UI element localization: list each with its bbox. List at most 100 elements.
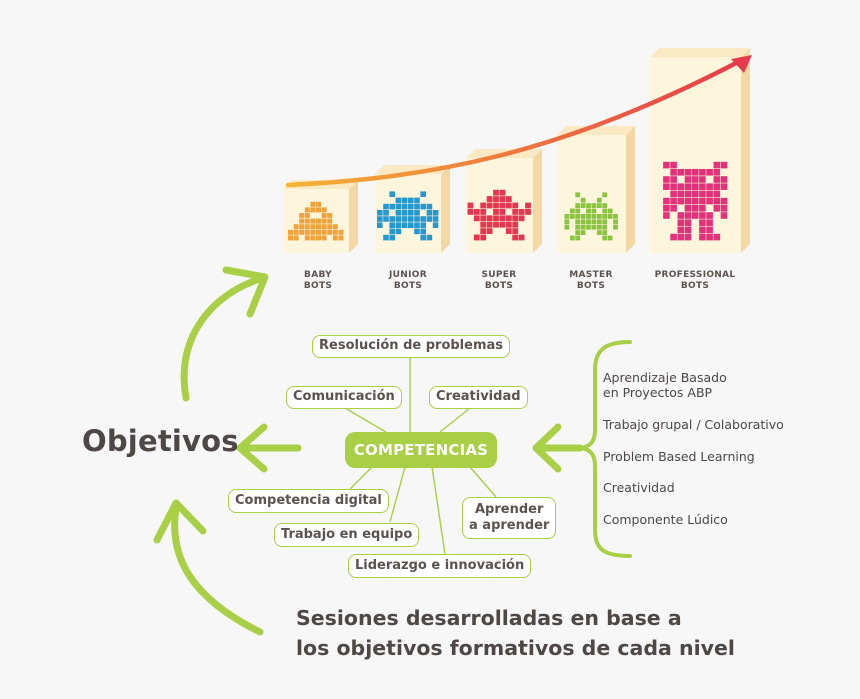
- robot-pixel: [304, 207, 310, 213]
- robot-pixel: [338, 229, 344, 235]
- robot-pixel: [713, 233, 721, 241]
- robot-pixel: [414, 203, 420, 210]
- robot-pixel: [677, 212, 685, 219]
- robot-pixel: [420, 228, 426, 235]
- robot-pixel: [525, 209, 531, 215]
- robot-pixel: [486, 196, 493, 202]
- arrow-head-icon: [222, 266, 269, 318]
- robot-pixel: [486, 221, 493, 228]
- robot-pixel: [321, 224, 327, 230]
- robot-pixel: [395, 197, 402, 204]
- robot-pixel: [720, 176, 728, 183]
- robot-pixel: [684, 183, 692, 190]
- robot-pixel: [414, 216, 420, 222]
- robot-pixel: [420, 191, 426, 197]
- robot-pixel: [293, 224, 299, 230]
- up-curved-arrow: [180, 274, 266, 402]
- competency-trabajo-equipo: Trabajo en equipo: [274, 523, 420, 547]
- robot-pixel: [316, 229, 321, 235]
- robot-pixel: [505, 202, 512, 209]
- robot-pixel: [518, 209, 525, 215]
- robot-pixel: [613, 214, 618, 219]
- robot-pixel: [432, 222, 439, 228]
- robot-pixel: [505, 196, 512, 202]
- robot-super-icon: [467, 189, 531, 241]
- robot-pixel: [699, 219, 706, 226]
- robot-pixel: [304, 213, 310, 218]
- robot-pixel: [580, 203, 586, 208]
- robot-pixel: [383, 203, 389, 210]
- robot-pixel: [316, 235, 321, 241]
- robot-pixel: [713, 183, 721, 190]
- robot-pixel: [596, 224, 602, 230]
- robot-pixel: [299, 224, 305, 230]
- robot-pixel: [414, 222, 420, 228]
- robot-pixel: [720, 183, 728, 190]
- level-box-side-master: [626, 126, 635, 253]
- robot-pixel: [575, 224, 581, 230]
- level-box-side-junior: [441, 165, 450, 253]
- robot-pixel: [706, 226, 713, 234]
- robot-pixel: [420, 222, 426, 228]
- robot-pixel: [414, 210, 420, 216]
- robot-pixel: [377, 222, 383, 228]
- robot-pixel: [706, 169, 713, 176]
- robot-pixel: [613, 219, 618, 225]
- robot-pixel: [288, 229, 293, 235]
- robot-pixel: [505, 221, 512, 228]
- robot-pixel: [512, 221, 519, 228]
- robot-pixel: [408, 210, 414, 216]
- robot-pixel: [512, 228, 519, 234]
- robot-pixel: [564, 214, 570, 219]
- robot-pixel: [586, 224, 591, 230]
- methodology-pbl: Problem Based Learning: [603, 449, 755, 464]
- robot-pixel: [518, 215, 525, 222]
- robot-pixel: [525, 202, 531, 209]
- robot-pixel: [432, 216, 439, 222]
- level-box-top-professional: [650, 48, 750, 57]
- robot-pixel: [377, 210, 383, 216]
- robot-pixel: [699, 197, 706, 205]
- robot-pixel: [473, 215, 480, 222]
- robot-pixel: [499, 196, 506, 202]
- mindmap-connectors: [344, 357, 497, 555]
- robot-baby-icon: [288, 201, 344, 241]
- robot-pixel: [564, 219, 570, 225]
- robot-pixel: [389, 228, 395, 235]
- robot-pixel: [321, 218, 327, 224]
- robot-pixel: [663, 161, 670, 169]
- robot-pixel: [677, 190, 685, 198]
- robot-pixel: [684, 219, 692, 226]
- robot-pixel: [480, 209, 487, 215]
- robot-pixel: [480, 228, 487, 234]
- robot-pixel: [499, 202, 506, 209]
- robot-pixel: [564, 224, 570, 230]
- robot-pixel: [720, 161, 728, 169]
- progression-arrow: [285, 57, 745, 188]
- robot-pixel: [677, 226, 685, 234]
- robot-pixel: [293, 229, 299, 235]
- robot-pixel: [699, 190, 706, 198]
- robot-pixel: [473, 209, 480, 215]
- robot-pixel: [321, 235, 327, 241]
- robot-pixel: [586, 219, 591, 225]
- robot-pixel: [505, 215, 512, 222]
- robot-pixel: [699, 169, 706, 176]
- robot-pixel: [401, 203, 408, 210]
- robot-pixel: [699, 205, 706, 212]
- robot-pixel: [316, 201, 321, 207]
- robot-pixel: [580, 224, 586, 230]
- robot-pixel: [304, 224, 310, 230]
- robot-pixel: [720, 212, 728, 219]
- robot-pixel: [607, 235, 613, 241]
- level-box-side-professional: [741, 48, 750, 253]
- robot-pixel: [607, 214, 613, 219]
- robot-pixel: [575, 230, 581, 235]
- robot-pixel: [591, 208, 597, 214]
- robot-pixel: [499, 189, 506, 196]
- robot-pixel: [684, 212, 692, 219]
